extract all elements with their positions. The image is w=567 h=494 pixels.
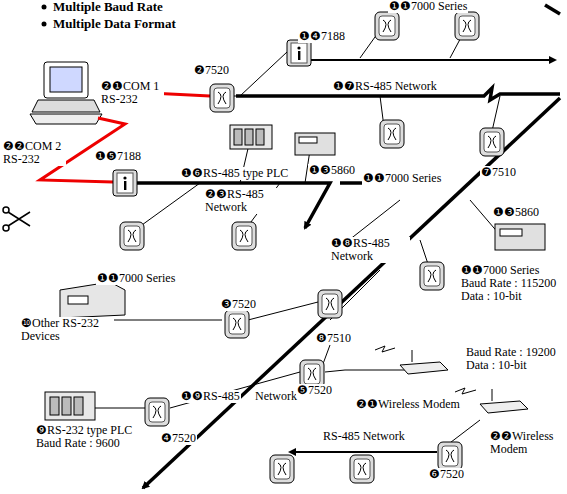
device-label: ❷7520 <box>193 64 230 77</box>
device-label: ❶❻RS-485 type PLC <box>180 167 289 180</box>
controller-5860-icon <box>295 133 545 250</box>
device-label: ❷❷Wireless Modem <box>489 430 565 456</box>
rs232-plc-icon <box>45 392 95 420</box>
device-label: ❿Other RS-232 Devices <box>20 317 114 343</box>
feature-text: Multiple Data Format <box>52 17 177 30</box>
device-label: ❶❶7000 Series <box>388 0 468 13</box>
module-icon <box>120 222 144 250</box>
device-label: ❼7510 <box>480 166 517 179</box>
rs485-bus <box>137 5 560 488</box>
device-label: ❻7520 <box>428 468 465 481</box>
drop-wire <box>95 30 500 452</box>
converter-7188-icon <box>287 40 311 66</box>
device-label: ❶❸5860 <box>492 206 540 219</box>
device-label: ❷❶COM 1 RS-232 <box>100 80 164 106</box>
device-label: ❺7520 <box>296 384 333 397</box>
module-icon <box>210 84 234 112</box>
module-icon <box>318 290 342 318</box>
module-icon <box>380 120 404 148</box>
device-label: RS-485 Network <box>322 430 406 443</box>
device-label: ❶❺7188 <box>94 150 142 163</box>
device-label: ❶❾RS-485 <box>180 390 241 403</box>
scissors-icon <box>3 207 30 231</box>
module-icon <box>420 262 444 290</box>
device-label: ❶❽RS-485 Network <box>330 237 410 263</box>
wireless-signal <box>375 346 476 394</box>
feature-text: Multiple Baud Rate <box>52 0 164 13</box>
module-icon <box>350 455 374 483</box>
bullet <box>42 22 47 27</box>
computer-icon <box>30 62 102 124</box>
device-label: ❽7510 <box>315 332 352 345</box>
device-label: ❹7520 <box>160 432 197 445</box>
device-label: ❶❶7000 Series <box>96 272 176 285</box>
device-label: ❶❶7000 Series Baud Rate : 115200 Data : … <box>460 264 562 303</box>
device-label: Baud Rate : 19200 Data : 10-bit <box>465 346 565 372</box>
device-label: ❸7520 <box>220 298 257 311</box>
device-label: ❶❼RS-485 Network <box>332 80 438 93</box>
module-icon <box>225 310 249 338</box>
other-rs232-device-icon <box>60 282 125 318</box>
device-label: ❾RS-232 type PLC Baud Rate : 9600 <box>35 424 137 450</box>
bullet <box>42 5 47 10</box>
device-label: ❶❶7000 Series <box>362 172 442 185</box>
module-icon <box>455 12 479 40</box>
module-icon <box>438 442 462 470</box>
rs485-bus-bottom <box>290 60 555 452</box>
module-icon <box>375 12 399 40</box>
module-icon <box>232 222 256 250</box>
module-icon <box>145 398 169 426</box>
plc-icon <box>230 125 272 149</box>
device-label: ❷❷COM 2 RS-232 <box>2 140 66 166</box>
module-icon <box>480 128 504 156</box>
device-label: ❶❸5860 <box>308 164 356 177</box>
device-label: ❷❸RS-485 Network <box>204 188 298 214</box>
device-label: ❶❹7188 <box>298 30 346 43</box>
converter-7188-icon <box>113 170 137 196</box>
device-label: Network <box>254 390 298 403</box>
device-label: ❷❶Wireless Modem <box>355 398 461 411</box>
module-icon <box>270 455 294 483</box>
